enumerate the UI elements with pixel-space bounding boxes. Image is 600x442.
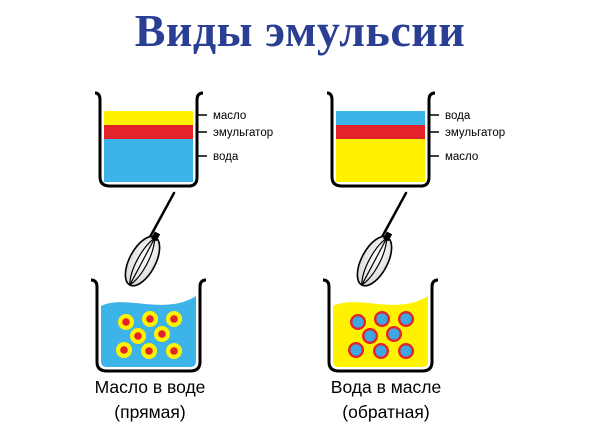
right-caption-line1: Вода в масле <box>331 377 441 397</box>
water-droplet <box>362 328 378 344</box>
water-droplet <box>386 326 402 342</box>
left-layered-beaker: масло эмульгатор вода <box>94 91 273 188</box>
oil-droplet <box>130 328 146 344</box>
right-caption-line2: (обратная) <box>342 402 429 422</box>
right-label-oil: масло <box>445 151 478 163</box>
left-label-emulsifier: эмульгатор <box>213 127 273 139</box>
beaker-icon <box>90 278 207 373</box>
left-emulsion-beaker <box>90 278 207 373</box>
water-droplet <box>350 314 366 330</box>
beaker-icon <box>326 91 436 188</box>
water-droplet <box>348 342 364 358</box>
oil-droplet <box>118 314 134 330</box>
oil-droplet <box>116 342 132 358</box>
left-label-water: вода <box>213 151 239 163</box>
whisk-icon <box>124 191 176 287</box>
oil-droplet <box>166 311 182 327</box>
water-droplets <box>348 311 414 359</box>
oil-droplet <box>166 343 182 359</box>
right-emulsifier-layer <box>336 125 425 139</box>
water-droplet <box>398 311 414 327</box>
water-droplet <box>374 311 390 327</box>
left-water-layer <box>104 139 193 182</box>
oil-droplet <box>142 311 158 327</box>
left-label-oil: масло <box>213 110 246 122</box>
oil-droplet <box>141 343 157 359</box>
water-droplet <box>373 343 389 359</box>
oil-droplet <box>154 326 170 342</box>
water-droplet <box>398 343 414 359</box>
page-title: Виды эмульсии <box>134 5 466 56</box>
right-oil-layer <box>336 139 425 182</box>
beaker-icon <box>94 91 204 188</box>
whisk-icon <box>356 191 408 287</box>
right-layered-beaker: вода эмульгатор масло <box>326 91 505 188</box>
right-label-water: вода <box>445 110 471 122</box>
right-emulsion-beaker <box>322 278 439 373</box>
left-caption-line2: (прямая) <box>114 402 185 422</box>
right-water-layer <box>336 111 425 125</box>
oil-droplets <box>116 311 182 359</box>
right-label-emulsifier: эмульгатор <box>445 127 505 139</box>
left-emulsifier-layer <box>104 125 193 139</box>
left-caption-line1: Масло в воде <box>95 377 206 397</box>
beaker-icon <box>322 278 439 373</box>
left-oil-layer <box>104 111 193 125</box>
